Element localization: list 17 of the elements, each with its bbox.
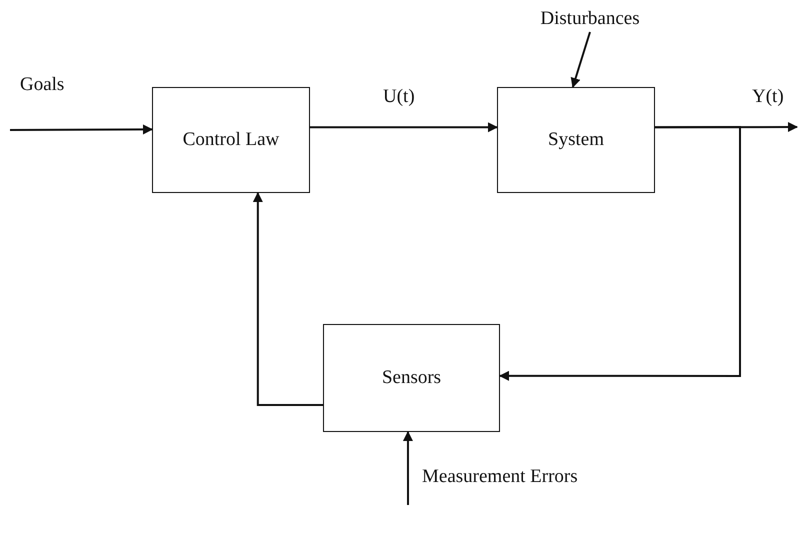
arrow: [310, 122, 498, 132]
process-box: [152, 87, 310, 193]
arrow: [10, 124, 153, 134]
edge-label: Goals: [20, 74, 64, 96]
edge-label: Y(t): [752, 86, 784, 108]
process-box: [497, 87, 655, 193]
arrow: [499, 126, 741, 381]
node-text: Sensors: [382, 367, 442, 389]
arrow: [252, 192, 323, 406]
edge-label: U(t): [383, 86, 415, 108]
process-box: [323, 324, 500, 432]
node-text: Control Law: [182, 129, 280, 151]
edge-label: Measurement Errors: [422, 466, 578, 488]
arrow: [402, 431, 413, 505]
arrow: [570, 32, 591, 88]
input-label: Disturbances: [540, 8, 640, 30]
node-text: System: [548, 129, 604, 151]
